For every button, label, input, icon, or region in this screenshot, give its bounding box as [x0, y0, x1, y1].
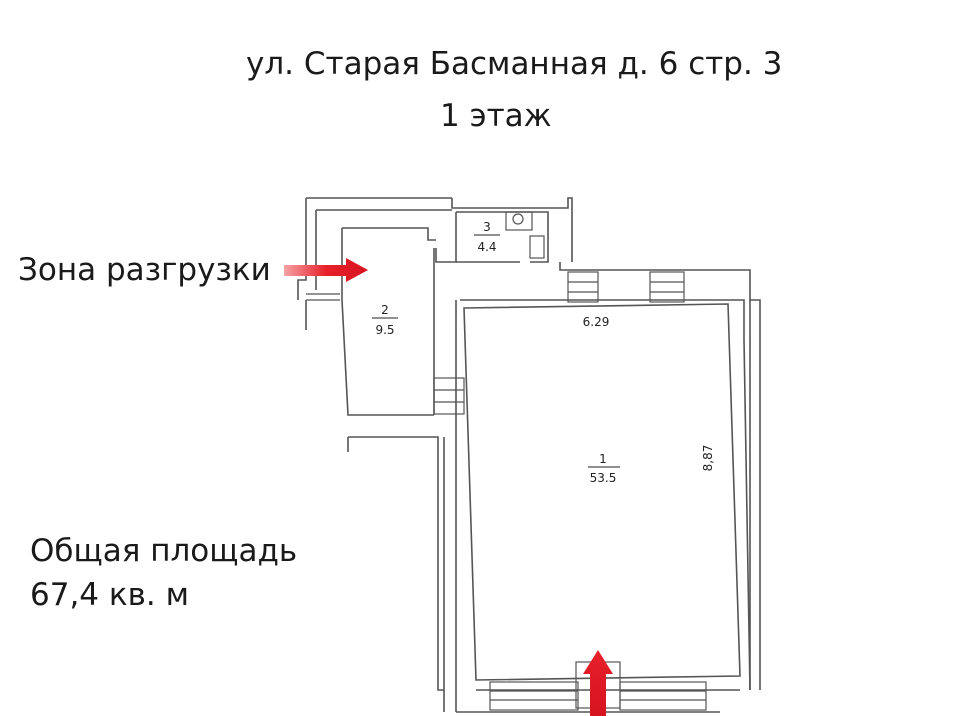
room-1-number: 1 [599, 452, 607, 466]
dimension-width: 6.29 [583, 315, 610, 329]
fixtures [306, 211, 707, 711]
steps-left [433, 377, 465, 415]
room-2-label: 2 9.5 [372, 303, 398, 337]
room-3-number: 3 [483, 220, 491, 234]
room-1-label: 1 53.5 [588, 452, 620, 485]
entrance-arrow [583, 650, 613, 716]
room-3-label: 3 4.4 [474, 220, 500, 254]
vent-1 [567, 271, 599, 303]
vent-2 [649, 271, 685, 303]
room-3-area: 4.4 [477, 240, 496, 254]
room-1-area: 53.5 [590, 471, 617, 485]
room-2-area: 9.5 [375, 323, 394, 337]
dimension-length: 8,87 [701, 445, 715, 472]
toilet-fixture [505, 211, 533, 231]
address-title: ул. Старая Басманная д. 6 стр. 3 [246, 46, 783, 82]
unloading-arrow [284, 258, 368, 282]
sink-fixture [529, 235, 545, 259]
steps-bottom-right [619, 681, 707, 711]
floor-title: 1 этаж [440, 98, 552, 134]
total-area-label: Общая площадь [30, 533, 298, 569]
unloading-zone-label: Зона разгрузки [18, 252, 271, 288]
total-area-value: 67,4 кв. м [30, 577, 189, 613]
steps-bottom-left [489, 681, 579, 711]
building-walls [297, 197, 761, 713]
room-2-number: 2 [381, 303, 389, 317]
